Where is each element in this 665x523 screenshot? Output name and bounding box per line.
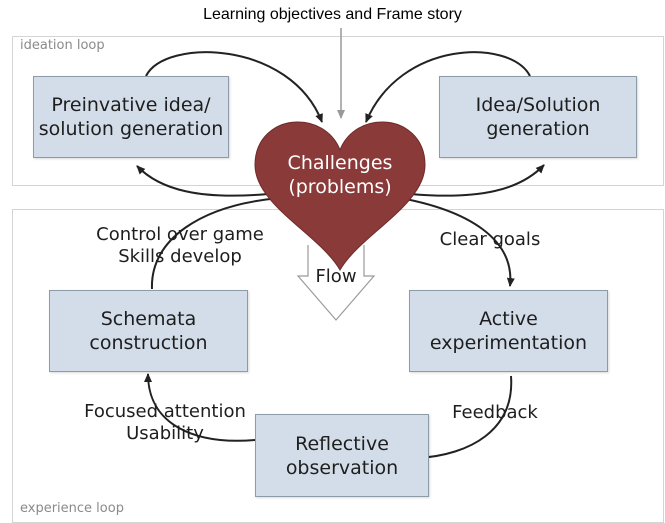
flow-arrow <box>296 245 376 321</box>
preinvative-to-heart-arrow <box>145 51 323 123</box>
reflective-observation-box: Reflective observation <box>255 414 429 497</box>
clear-goals-label: Clear goals <box>439 229 541 250</box>
idea-solution-box: Idea/Solution generation <box>439 76 637 158</box>
schemata-to-heart-arrow <box>150 194 281 290</box>
heart-to-preinvative-arrow <box>136 165 269 197</box>
active-to-reflective-arrow <box>417 375 513 462</box>
preinvative-idea-box: Preinvative idea/ solution generation <box>33 76 229 158</box>
focused-attention-label: Focused attention Usability <box>84 401 246 444</box>
experience-loop-label: experience loop <box>20 501 124 516</box>
heart-to-active-arrow <box>394 196 515 287</box>
diagram-title: Learning objectives and Frame story <box>203 6 462 23</box>
active-experimentation-box: Active experimentation <box>409 290 608 372</box>
feedback-label: Feedback <box>452 402 538 423</box>
heart-label: Challenges (problems) <box>287 152 393 198</box>
heart-to-idea-arrow <box>409 164 545 197</box>
flow-label: Flow <box>315 266 357 287</box>
reflective-to-schemata-arrow <box>144 373 256 442</box>
control-over-game-label: Control over game Skills develop <box>96 224 264 267</box>
ideation-loop-label: ideation loop <box>20 38 105 53</box>
heart-shape <box>254 121 426 272</box>
schemata-construction-box: Schemata construction <box>49 290 248 372</box>
idea-to-heart-arrow <box>365 51 531 123</box>
